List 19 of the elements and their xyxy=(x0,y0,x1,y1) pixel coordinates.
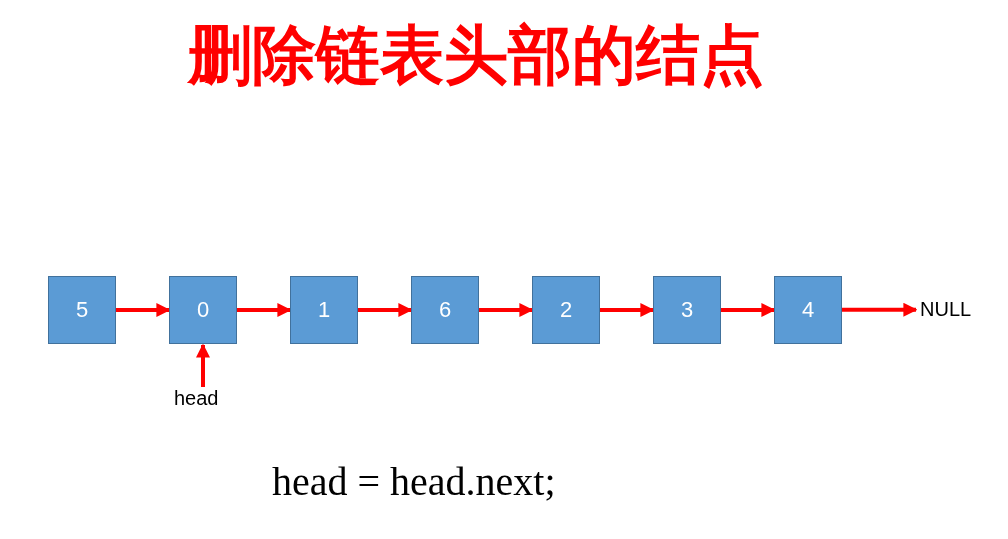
arrow xyxy=(237,303,292,317)
arrow xyxy=(721,303,776,317)
node-label: head xyxy=(174,387,219,410)
arrow xyxy=(479,303,534,317)
list-node-box: 6 xyxy=(411,276,479,344)
list-node-box: 0 xyxy=(169,276,237,344)
title: 删除链表头部的结点 xyxy=(186,16,765,94)
arrow xyxy=(358,303,413,317)
list-node-box: 5 xyxy=(48,276,116,344)
arrow xyxy=(842,302,918,317)
arrow xyxy=(600,303,655,317)
arrow xyxy=(196,343,210,387)
code-line: head = head.next; xyxy=(272,458,556,505)
list-node-box: 2 xyxy=(532,276,600,344)
node-label: NULL xyxy=(920,298,972,321)
arrow xyxy=(116,303,171,317)
list-node-box: 4 xyxy=(774,276,842,344)
list-node-box: 3 xyxy=(653,276,721,344)
list-node-box: 1 xyxy=(290,276,358,344)
